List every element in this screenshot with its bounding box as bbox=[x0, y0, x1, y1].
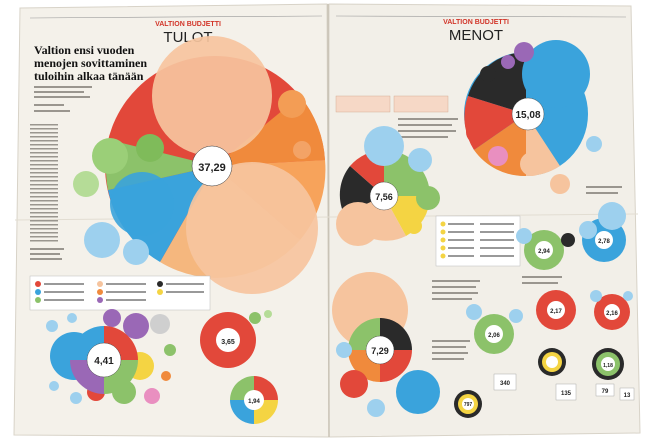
right-header-label: VALTION BUDJETTI bbox=[443, 19, 509, 26]
cluster-2-16 bbox=[590, 290, 633, 330]
tulot-circle-green bbox=[92, 138, 128, 174]
left-body-text bbox=[30, 86, 92, 260]
left-legend-box bbox=[29, 275, 211, 311]
tulot-circle-blue bbox=[110, 172, 174, 236]
badge-79-value: 79 bbox=[602, 389, 609, 395]
cluster-2-94 bbox=[516, 228, 575, 270]
bottom-mid-value: 3,65 bbox=[221, 339, 235, 346]
tulot-circle-light-blue bbox=[84, 222, 120, 258]
badge-340 bbox=[493, 373, 517, 391]
center-fold bbox=[327, 3, 330, 438]
badge-13 bbox=[619, 387, 635, 401]
cluster-2-06-value: 2,06 bbox=[488, 333, 500, 339]
bottom-mid-cluster bbox=[200, 310, 272, 368]
badge-13-value: 13 bbox=[624, 393, 631, 399]
badge-135 bbox=[555, 383, 577, 401]
menot-top-value: 15,08 bbox=[515, 110, 540, 121]
tulot-circle-light-blue-2 bbox=[123, 239, 149, 265]
bottom-left-cluster bbox=[46, 309, 176, 404]
headline-line-1: Valtion ensi vuoden bbox=[34, 43, 135, 57]
headline-line-2: menojen sovittaminen bbox=[34, 56, 147, 70]
right-mid-legend bbox=[435, 215, 521, 267]
menot-bottom-value: 7,29 bbox=[371, 346, 389, 356]
tulot-center-disc bbox=[191, 145, 233, 187]
tulot-circle-orange-1 bbox=[278, 90, 306, 118]
right-section-title: MENOT bbox=[449, 27, 503, 44]
right-header-rule bbox=[335, 15, 627, 18]
badge-797-value: 797 bbox=[464, 402, 473, 408]
cluster-2-06 bbox=[466, 304, 523, 354]
left-header-label: VALTION BUDJETTI bbox=[155, 21, 221, 28]
cluster-2-78-value: 2,78 bbox=[598, 239, 610, 245]
right-misc-text bbox=[432, 186, 622, 360]
tulot-circle-orange-2 bbox=[293, 141, 311, 159]
badge-135-value: 135 bbox=[561, 391, 572, 397]
cluster-2-17-value: 2,17 bbox=[550, 309, 562, 315]
cluster-2-78 bbox=[579, 202, 626, 262]
menot-mid-pie bbox=[336, 126, 440, 246]
menot-bottom-pie bbox=[332, 272, 440, 417]
tulot-circle-green-3 bbox=[136, 134, 164, 162]
tulot-main-value: 37,29 bbox=[198, 162, 226, 174]
cluster-1-18 bbox=[592, 348, 624, 380]
tulot-circle-green-2 bbox=[73, 171, 99, 197]
cluster-2-17 bbox=[536, 290, 576, 330]
badge-79 bbox=[595, 383, 615, 397]
right-top-text-block bbox=[335, 95, 458, 138]
tulot-big-circle-top bbox=[152, 36, 272, 156]
cluster-1-18-value: 1,18 bbox=[603, 363, 613, 369]
cluster-2-94-value: 2,94 bbox=[538, 249, 550, 255]
bottom-left-value: 4,41 bbox=[94, 356, 114, 367]
badge-340-value: 340 bbox=[500, 381, 511, 387]
left-header-rule bbox=[29, 15, 323, 19]
bottom-small-cluster bbox=[230, 376, 278, 424]
badge-797 bbox=[454, 390, 482, 418]
tulot-big-circle-bottom bbox=[186, 162, 318, 294]
ring-mid bbox=[538, 348, 566, 376]
cluster-2-16-value: 2,16 bbox=[606, 311, 618, 317]
menot-top-pie bbox=[464, 40, 602, 194]
headline-line-3: tuloihin alkaa tänään bbox=[34, 69, 144, 83]
bottom-small-value: 1,94 bbox=[248, 399, 260, 405]
menot-mid-value: 7,56 bbox=[375, 192, 393, 202]
